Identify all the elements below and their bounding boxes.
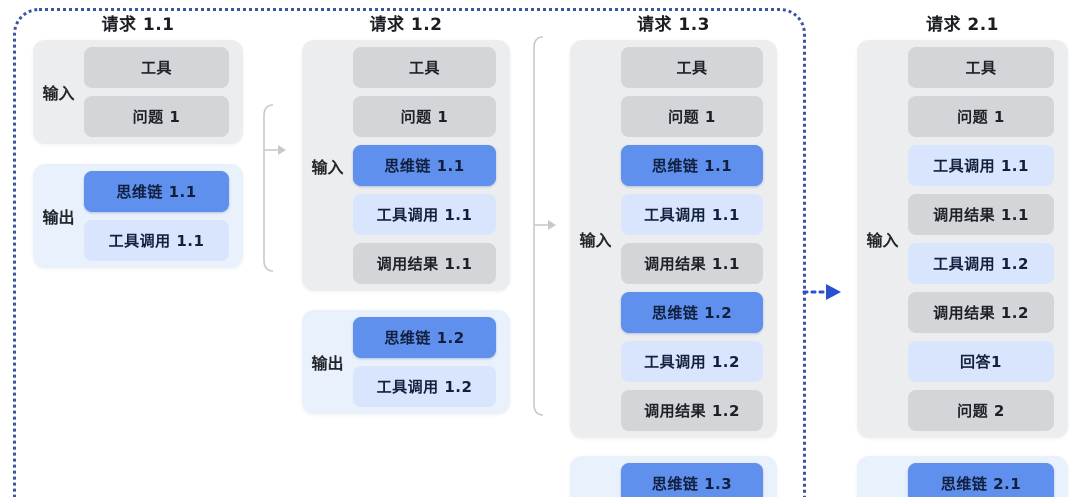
input-panel: 输入 工具问题 1 思维链 1.1 工具调用 1.1 调用结果 1.1: [302, 40, 510, 291]
output-items: 思维链 2.1: [908, 456, 1068, 497]
context-item-box: 思维链 1.2: [353, 317, 496, 358]
output-items: 思维链 1.3: [621, 456, 777, 497]
context-item-box: 工具: [621, 47, 763, 88]
brace-arrow-1-icon: [263, 104, 286, 272]
output-label: 输出: [311, 354, 344, 373]
input-label-gutter: 输入: [857, 40, 908, 438]
context-item-box: 调用结果 1.1: [621, 243, 763, 284]
context-item-box: 问题 2: [908, 390, 1054, 431]
output-panel: 输出思维链 1.2 工具调用 1.2: [302, 310, 510, 414]
input-items: 工具问题 1 思维链 1.1 工具调用 1.1 调用结果 1.1: [353, 40, 510, 291]
context-item-box: 回答1: [908, 341, 1054, 382]
context-item-box: 工具调用 1.1: [353, 194, 496, 235]
context-item-box: 问题 1: [353, 96, 496, 137]
context-item-box: 工具: [353, 47, 496, 88]
input-panel: 输入 工具问题 1 工具调用 1.1 调用结果 1.1 工具调用 1.2 调用结果 1.2…: [857, 40, 1068, 438]
output-label: 输出: [42, 208, 75, 227]
context-item-box: 工具调用 1.2: [621, 341, 763, 382]
request-title: 请求 2.1: [925, 15, 1000, 35]
input-label: 输入: [42, 84, 75, 103]
context-item-box: 工具: [908, 47, 1054, 88]
context-item-box: 思维链 1.1: [84, 171, 229, 212]
input-items: 工具问题 1 工具调用 1.1 调用结果 1.1 工具调用 1.2 调用结果 1.2 回答…: [908, 40, 1068, 438]
context-item-box: 思维链 1.2: [621, 292, 763, 333]
input-label-gutter: 输入: [33, 40, 84, 144]
context-item-box: 工具调用 1.1: [84, 220, 229, 261]
input-label-gutter: 输入: [302, 40, 353, 291]
output-label-gutter: 输出: [302, 310, 353, 414]
input-panel: 输入工具问题 1: [33, 40, 243, 144]
input-label: 输入: [579, 231, 612, 250]
output-label-gutter: 输出: [857, 456, 908, 497]
output-label-gutter: 输出: [570, 456, 621, 497]
context-item-box: 思维链 1.1: [621, 145, 763, 186]
context-item-box: 思维链 1.3: [621, 463, 763, 497]
context-item-box: 调用结果 1.1: [908, 194, 1054, 235]
request-column: 请求 2.1 输入 工具问题 1 工具调用 1.1 调用结果 1.1 工具调用 1.2 调用…: [857, 14, 1068, 497]
input-items: 工具问题 1 思维链 1.1 工具调用 1.1 调用结果 1.1 思维链 1.2 工具调用…: [621, 40, 777, 438]
input-label: 输入: [311, 157, 344, 177]
output-items: 思维链 1.1 工具调用 1.1: [84, 164, 243, 268]
input-label-gutter: 输入: [570, 40, 621, 438]
request-title: 请求 1.3: [636, 15, 711, 35]
context-item-box: 问题 1: [908, 96, 1054, 137]
output-items: 思维链 1.2 工具调用 1.2: [353, 310, 510, 414]
context-item-box: 工具调用 1.1: [621, 194, 763, 235]
input-label: 输入: [866, 231, 899, 250]
context-item-box: 调用结果 1.1: [353, 243, 496, 284]
context-item-box: 工具调用 1.2: [908, 243, 1054, 284]
request-column: 请求 1.3 输入 工具问题 1 思维链 1.1 工具调用 1.1 调用结果 1.1 思维链…: [570, 14, 777, 497]
brace-arrow-2-icon: [533, 36, 556, 416]
request-column: 请求 1.1 输入工具问题 1 输出思维链 1.1 工具调用 1.1: [33, 14, 243, 268]
request-column: 请求 1.2 输入 工具问题 1 思维链 1.1 工具调用 1.1 调用结果 1.1 输出思…: [302, 14, 510, 414]
input-items: 工具问题 1: [84, 40, 243, 144]
context-item-box: 思维链 2.1: [908, 463, 1054, 497]
output-panel: 输出思维链 1.1 工具调用 1.1: [33, 164, 243, 268]
context-item-box: 工具调用 1.2: [353, 366, 496, 407]
context-item-box: 工具调用 1.1: [908, 145, 1054, 186]
flow-arrow-icon: [802, 284, 841, 300]
request-title: 请求 1.1: [101, 15, 175, 35]
context-item-box: 调用结果 1.2: [908, 292, 1054, 333]
context-item-box: 工具: [84, 47, 229, 88]
output-label-gutter: 输出: [33, 164, 84, 268]
request-title: 请求 1.2: [369, 15, 443, 35]
context-item-box: 思维链 1.1: [353, 145, 496, 186]
context-item-box: 问题 1: [621, 96, 763, 137]
context-item-box: 调用结果 1.2: [621, 390, 763, 431]
context-item-box: 问题 1: [84, 96, 229, 137]
